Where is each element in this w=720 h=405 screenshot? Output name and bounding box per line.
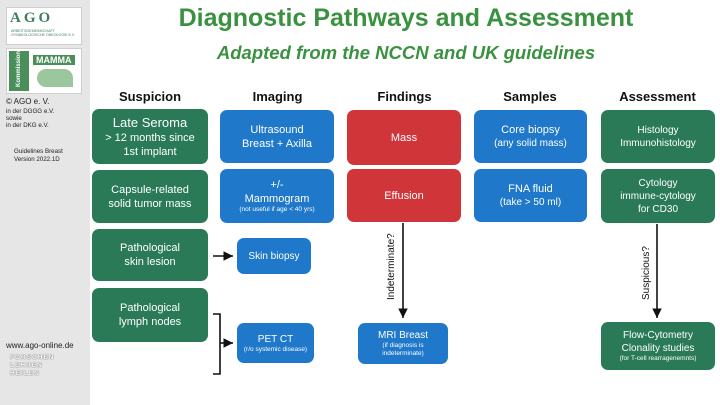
indeterminate-label: Indeterminate?: [386, 233, 397, 300]
mri-breast-label: MRI Breast: [377, 330, 428, 341]
page-subtitle: Adapted from the NCCN and UK guidelines: [216, 42, 596, 63]
core-biopsy-note: (any solid mass): [494, 138, 567, 149]
late-seroma-line: > 12 months since: [105, 132, 195, 144]
sidebar: AGO Arbeitsgemeinschaft Gynäkologische O…: [0, 0, 90, 405]
column-header-findings: Findings: [377, 89, 432, 104]
ago-logo-text: AGO: [10, 10, 54, 26]
pet-ct-note: (r/o systemic disease): [243, 345, 308, 353]
copyright-dggg: in der DGGG e.V.: [6, 108, 55, 115]
ultrasound-box: Ultrasound Breast + Axilla: [220, 110, 334, 163]
guidelines-label: Guidelines Breast: [14, 148, 63, 155]
mri-breast-note-2: indeterminate): [382, 350, 424, 357]
fna-fluid-label: FNA fluid: [508, 183, 553, 195]
core-biopsy-box: Core biopsy (any solid mass): [474, 110, 587, 163]
tagline-lehren: LEHREN: [10, 362, 43, 369]
late-seroma-box: Late Seroma > 12 months since 1st implan…: [92, 109, 208, 164]
column-header-suspicion: Suspicion: [118, 89, 182, 104]
lymph-nodes-box: Pathological lymph nodes: [92, 288, 208, 342]
mammogram-note: (not useful if age < 40 yrs): [239, 206, 315, 213]
mamma-logo-bar: [9, 51, 29, 91]
capsule-line: Capsule-related: [111, 183, 189, 196]
guidelines-version: Version 2022.1D: [14, 156, 60, 163]
effusion-box: Effusion: [347, 169, 461, 222]
fna-fluid-box: FNA fluid (take > 50 ml): [474, 169, 587, 222]
suspicious-label: Suspicious?: [641, 246, 652, 300]
mammogram-box: +/- Mammogram (not useful if age < 40 yr…: [220, 169, 334, 223]
bracket-lymph-nodes: [213, 313, 221, 375]
tagline-forschen: FORSCHEN: [10, 354, 55, 361]
late-seroma-title: Late Seroma: [112, 115, 188, 130]
late-seroma-implant: 1st implant: [123, 146, 177, 158]
skin-biopsy-label: Skin biopsy: [248, 250, 300, 262]
ultrasound-line: Ultrasound: [250, 123, 304, 136]
ago-logo: AGO Arbeitsgemeinschaft Gynäkologische O…: [6, 7, 82, 45]
skin-biopsy-box: Skin biopsy: [237, 238, 311, 274]
skin-lesion-box: Pathological skin lesion: [92, 229, 208, 281]
column-header-imaging: Imaging: [252, 89, 303, 104]
column-header-assessment: Assessment: [619, 89, 696, 104]
fna-fluid-note: (take > 50 ml): [499, 197, 562, 208]
mri-breast-box: MRI Breast (if diagnosis is indeterminat…: [358, 323, 448, 364]
column-header-samples: Samples: [503, 89, 557, 104]
capsule-mass-line: solid tumor mass: [108, 197, 192, 210]
website-link[interactable]: www.ago-online.de: [6, 341, 74, 350]
copyright-line: © AGO e. V.: [6, 97, 50, 106]
ago-logo-small-text: Arbeitsgemeinschaft Gynäkologische Onkol…: [11, 29, 75, 37]
page-title: Diagnostic Pathways and Assessment: [178, 4, 634, 32]
mammogram-label: Mammogram: [244, 193, 310, 205]
flow-cytometry-note: (for T-cell rearragenemnts): [619, 355, 697, 362]
flow-cytometry-box: Flow-Cytometry Clonality studies (for T-…: [601, 322, 715, 370]
ultrasound-line2: Breast + Axilla: [241, 137, 312, 150]
mamma-logo-vertical-text: Kommission: [16, 51, 22, 88]
tagline-heilen: HEILEN: [10, 370, 40, 377]
capsule-tumor-box: Capsule-related solid tumor mass: [92, 170, 208, 223]
mammogram-optional: +/-: [270, 179, 284, 191]
cytology-label: Cytology: [638, 177, 678, 189]
clonality-label: Clonality studies: [621, 343, 695, 354]
lymph-nodes-line: Pathological: [120, 302, 180, 314]
lymph-nodes-line2: lymph nodes: [118, 316, 182, 328]
mass-box: Mass: [347, 110, 461, 165]
immune-cytology-label: immune-cytology: [620, 190, 696, 202]
skin-lesion-line2: skin lesion: [124, 256, 176, 268]
skin-lesion-line: Pathological: [120, 242, 180, 254]
cd30-label: for CD30: [637, 203, 678, 215]
effusion-label: Effusion: [384, 189, 424, 202]
immunohistology-label: Immunohistology: [620, 137, 696, 149]
core-biopsy-label: Core biopsy: [501, 124, 560, 136]
mass-label: Mass: [390, 131, 418, 144]
histology-box: Histology Immunohistology: [601, 110, 715, 163]
histology-label: Histology: [637, 124, 679, 136]
cytology-box: Cytology immune-cytology for CD30: [601, 169, 715, 223]
mamma-logo-word: MAMMA: [33, 55, 75, 65]
copyright-sowie: sowie: [6, 115, 22, 122]
tagline: FORSCHEN LEHREN HEILEN: [10, 354, 54, 378]
pet-ct-label: PET CT: [257, 333, 294, 345]
pet-ct-box: PET CT (r/o systemic disease): [237, 323, 314, 363]
mri-breast-note: (if diagnosis is: [382, 342, 424, 349]
mamma-logo-leaf-icon: [37, 69, 73, 87]
copyright-dkg: in der DKG e.V.: [6, 122, 49, 129]
mamma-logo: Kommission MAMMA: [6, 48, 82, 94]
flow-cytometry-label: Flow-Cytometry: [622, 330, 693, 341]
